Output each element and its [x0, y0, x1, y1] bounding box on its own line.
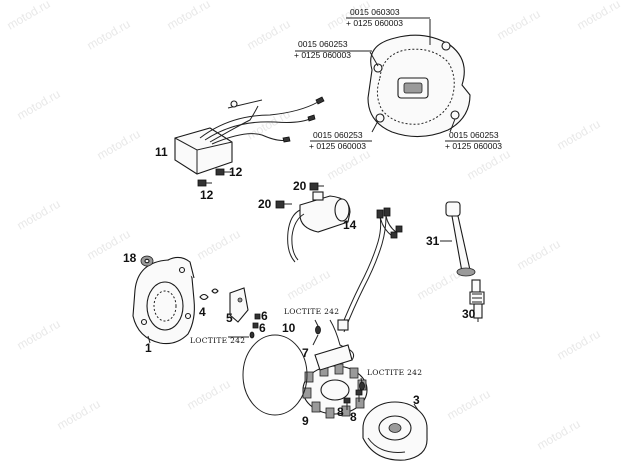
part-number: 0015 060253	[449, 130, 499, 140]
watermark-text: motod.ru	[195, 227, 243, 263]
watermark-text: motod.ru	[555, 327, 603, 363]
callout-10: 10	[282, 321, 296, 335]
watermark-text: motod.ru	[515, 237, 563, 273]
watermark-text: motod.ru	[85, 17, 133, 53]
leader-line	[314, 319, 319, 327]
watermark-text: motod.ru	[285, 267, 333, 303]
stator-wiring-harness	[329, 207, 403, 361]
callout-5: 5	[226, 311, 233, 325]
callout-12: 12	[200, 188, 214, 202]
callout-12: 12	[229, 165, 243, 179]
callout-14: 14	[343, 218, 357, 232]
stator	[302, 344, 368, 419]
part-number: 0015 060253	[298, 39, 348, 49]
screw-6b	[252, 322, 259, 329]
watermark-text: motod.ru	[95, 127, 143, 163]
flywheel	[362, 401, 428, 461]
watermark-text: motod.ru	[495, 7, 543, 43]
callout-31: 31	[426, 234, 440, 248]
watermark-text: motod.ru	[535, 417, 583, 453]
loctite-dot	[359, 381, 365, 391]
callout-9: 9	[302, 414, 309, 428]
callout-8: 8	[337, 405, 344, 419]
leader-line	[371, 120, 379, 133]
bolt-12b	[197, 179, 212, 187]
clip-2	[211, 288, 219, 294]
part-number: 0015 060303	[350, 7, 400, 17]
part-number: + 0125 060003	[294, 50, 351, 60]
callout-6: 6	[261, 309, 268, 323]
spark-plug-cap	[445, 201, 476, 277]
ignition-coil	[287, 191, 351, 263]
watermark-text: motod.ru	[55, 397, 103, 433]
watermark-text: motod.ru	[325, 147, 373, 183]
leader-line	[449, 118, 456, 133]
o-ring	[242, 334, 308, 416]
loctite-dot	[315, 325, 321, 335]
ignition-cover	[367, 34, 471, 138]
leader-line	[312, 334, 319, 346]
watermark-text: motod.ru	[445, 387, 493, 423]
callout-18: 18	[123, 251, 137, 265]
loctite-note: LOCTITE 242	[367, 368, 422, 377]
bolt-20b	[275, 200, 292, 209]
bolt-20a	[309, 182, 324, 191]
watermark-text: motod.ru	[465, 147, 513, 183]
spark-plug	[469, 279, 485, 322]
watermark-text: motod.ru	[185, 377, 233, 413]
callout-3: 3	[413, 393, 420, 407]
callout-11: 11	[155, 145, 168, 159]
watermark-text: motod.ru	[15, 87, 63, 123]
watermark-text: motod.ru	[245, 17, 293, 53]
callout-6: 6	[259, 321, 266, 335]
watermark-text: motod.ru	[415, 267, 463, 303]
watermark-text: motod.ru	[165, 0, 213, 33]
cdi-unit	[174, 96, 325, 175]
screw-6a	[254, 313, 261, 320]
leader-line	[413, 403, 419, 411]
part-number: 0015 060253	[313, 130, 363, 140]
screw-8b	[355, 389, 363, 402]
leader-line	[369, 51, 379, 67]
part-number: + 0125 060003	[445, 141, 502, 151]
clip-4	[199, 293, 209, 301]
pickup-bracket	[229, 287, 249, 323]
grommet	[140, 255, 154, 267]
loctite-note: LOCTITE 242	[284, 307, 339, 316]
part-number: + 0125 060003	[346, 18, 403, 28]
callout-4: 4	[199, 305, 206, 319]
callout-20: 20	[258, 197, 272, 211]
watermark-text: motod.ru	[15, 317, 63, 353]
callout-30: 30	[462, 307, 476, 321]
loctite-note: LOCTITE 242	[190, 336, 245, 345]
watermark-text: motod.ru	[5, 0, 53, 33]
watermark-text: motod.ru	[15, 197, 63, 233]
generator-housing	[132, 256, 195, 345]
callout-1: 1	[145, 341, 152, 355]
watermark-text: motod.ru	[575, 0, 623, 33]
callout-20: 20	[293, 179, 307, 193]
bolt-12a	[215, 168, 232, 176]
callout-8: 8	[350, 410, 357, 424]
watermark-text: motod.ru	[555, 117, 603, 153]
part-number: + 0125 060003	[309, 141, 366, 151]
loctite-dot	[249, 331, 255, 339]
screw-8a	[343, 397, 351, 410]
callout-7: 7	[302, 346, 309, 360]
leader-line	[147, 335, 151, 344]
